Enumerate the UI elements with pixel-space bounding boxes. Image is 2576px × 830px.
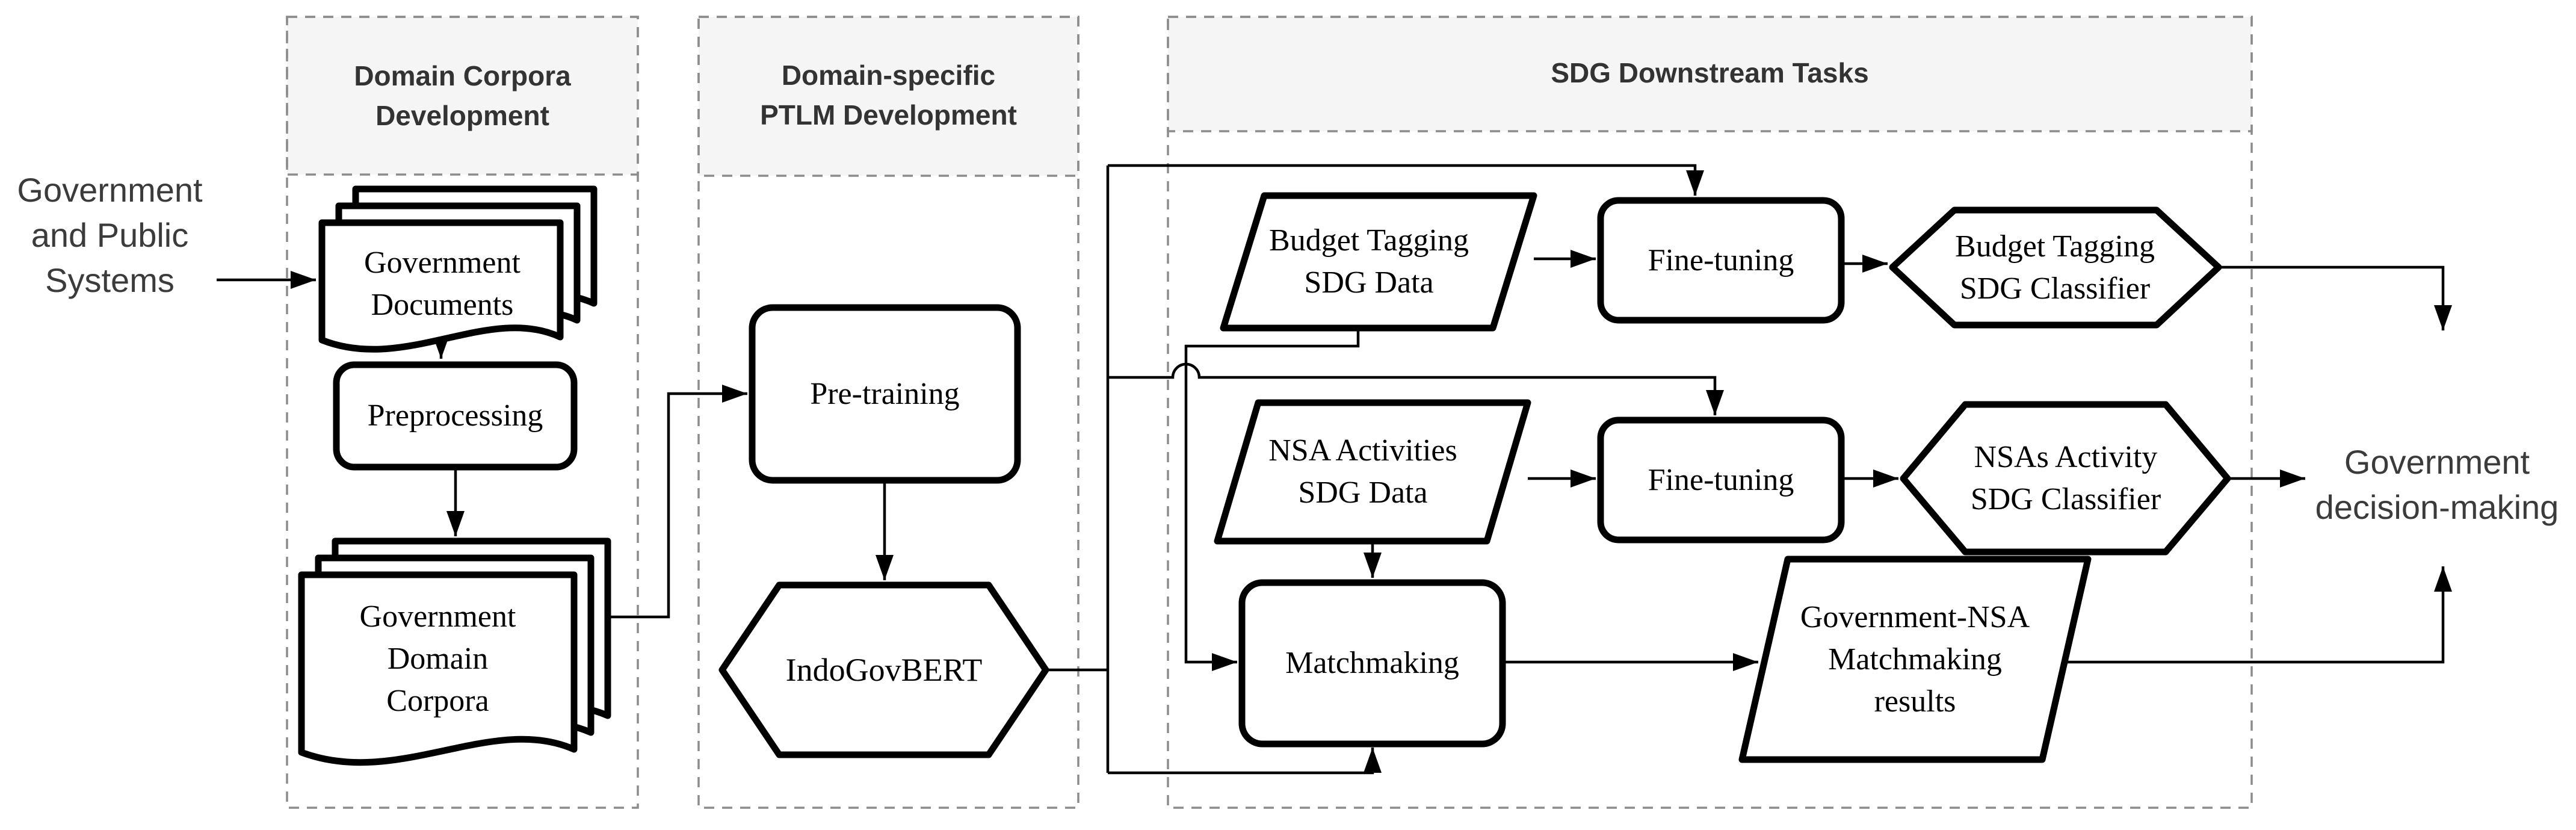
nsa-activities-sdg-data-shape bbox=[1214, 399, 1531, 545]
government-documents-shape bbox=[318, 185, 598, 353]
budget-tagging-sdg-data-shape bbox=[1220, 192, 1537, 332]
fine-tuning-2-shape bbox=[1597, 417, 1845, 544]
budget-tagging-sdg-classifier-shape bbox=[1889, 206, 2222, 329]
preprocessing-shape bbox=[333, 361, 578, 471]
connector-results-to-decision bbox=[2066, 566, 2452, 664]
government-domain-corpora-shape bbox=[298, 537, 611, 766]
matchmaking-shape bbox=[1238, 579, 1506, 748]
section3-border bbox=[1167, 16, 2253, 809]
section2-header-band bbox=[697, 16, 1080, 177]
section-domain-corpora-development bbox=[286, 16, 639, 809]
pre-training-shape bbox=[749, 304, 1021, 484]
connector-spine-to-finetuning1 bbox=[1108, 164, 1704, 196]
connector-budgetdata-to-matchmaking bbox=[1184, 328, 1360, 671]
section1-header-band bbox=[286, 16, 639, 176]
section2-border bbox=[697, 16, 1080, 809]
section-domain-specific-ptlm-development bbox=[697, 16, 1080, 809]
nsas-activity-sdg-classifier-shape bbox=[1900, 401, 2231, 556]
fine-tuning-1-shape bbox=[1597, 197, 1845, 324]
connector-spine-to-matchmaking-bottom bbox=[1108, 748, 1382, 775]
section1-border bbox=[286, 16, 639, 809]
connector-corpora-to-pretraining bbox=[608, 385, 747, 619]
section3-header-band bbox=[1167, 16, 2253, 132]
section-sdg-downstream-tasks bbox=[1167, 16, 2253, 809]
government-nsa-matchmaking-results-shape bbox=[1738, 556, 2092, 763]
connector-budgetclassifier-to-decision bbox=[2219, 265, 2452, 330]
indogovbert-shape bbox=[718, 581, 1049, 758]
